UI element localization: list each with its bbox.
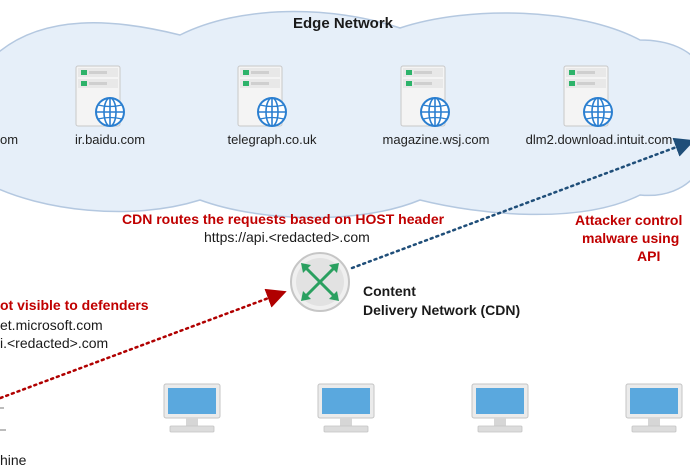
attacker-line1: Attacker control <box>575 212 683 228</box>
desktop-computer-icon <box>471 383 529 433</box>
attacker-line3: API <box>637 248 661 264</box>
edge-network-title: Edge Network <box>293 15 394 32</box>
red-dotted-arrow <box>0 288 287 400</box>
cdn-routing-heading: CDN routes the requests based on HOST he… <box>122 211 445 227</box>
edge-network-cloud <box>0 10 690 219</box>
defenders-heading: ot visible to defenders <box>0 297 149 313</box>
cdn-node-label-line1: Content <box>363 283 416 299</box>
router-arrows-icon <box>290 252 350 312</box>
cdn-node-label-line2: Delivery Network (CDN) <box>363 302 521 318</box>
defenders-line2: i.<redacted>.com <box>0 335 109 351</box>
blue-dotted-arrow <box>350 137 690 270</box>
defenders-line1: et.microsoft.com <box>0 317 103 333</box>
server-globe-icon <box>237 65 287 127</box>
host-label: ir.baidu.com <box>74 132 146 147</box>
server-globe-icon <box>75 65 125 127</box>
host-label: magazine.wsj.com <box>382 132 490 147</box>
cdn-routing-host: https://api.<redacted>.com <box>204 229 370 245</box>
host-label: dlm2.download.intuit.com <box>525 132 673 147</box>
host-label: om <box>0 132 19 147</box>
desktop-computer-icon <box>163 383 221 433</box>
host-label: telegraph.co.uk <box>227 132 317 147</box>
server-globe-icon <box>563 65 613 127</box>
desktop-computer-icon <box>625 383 683 433</box>
desktop-computer-icon <box>317 383 375 433</box>
attacker-line2: malware using <box>582 230 680 246</box>
server-globe-icon <box>400 65 450 127</box>
partial-laptop-icon <box>0 407 6 431</box>
machine-label: hine <box>0 452 27 468</box>
